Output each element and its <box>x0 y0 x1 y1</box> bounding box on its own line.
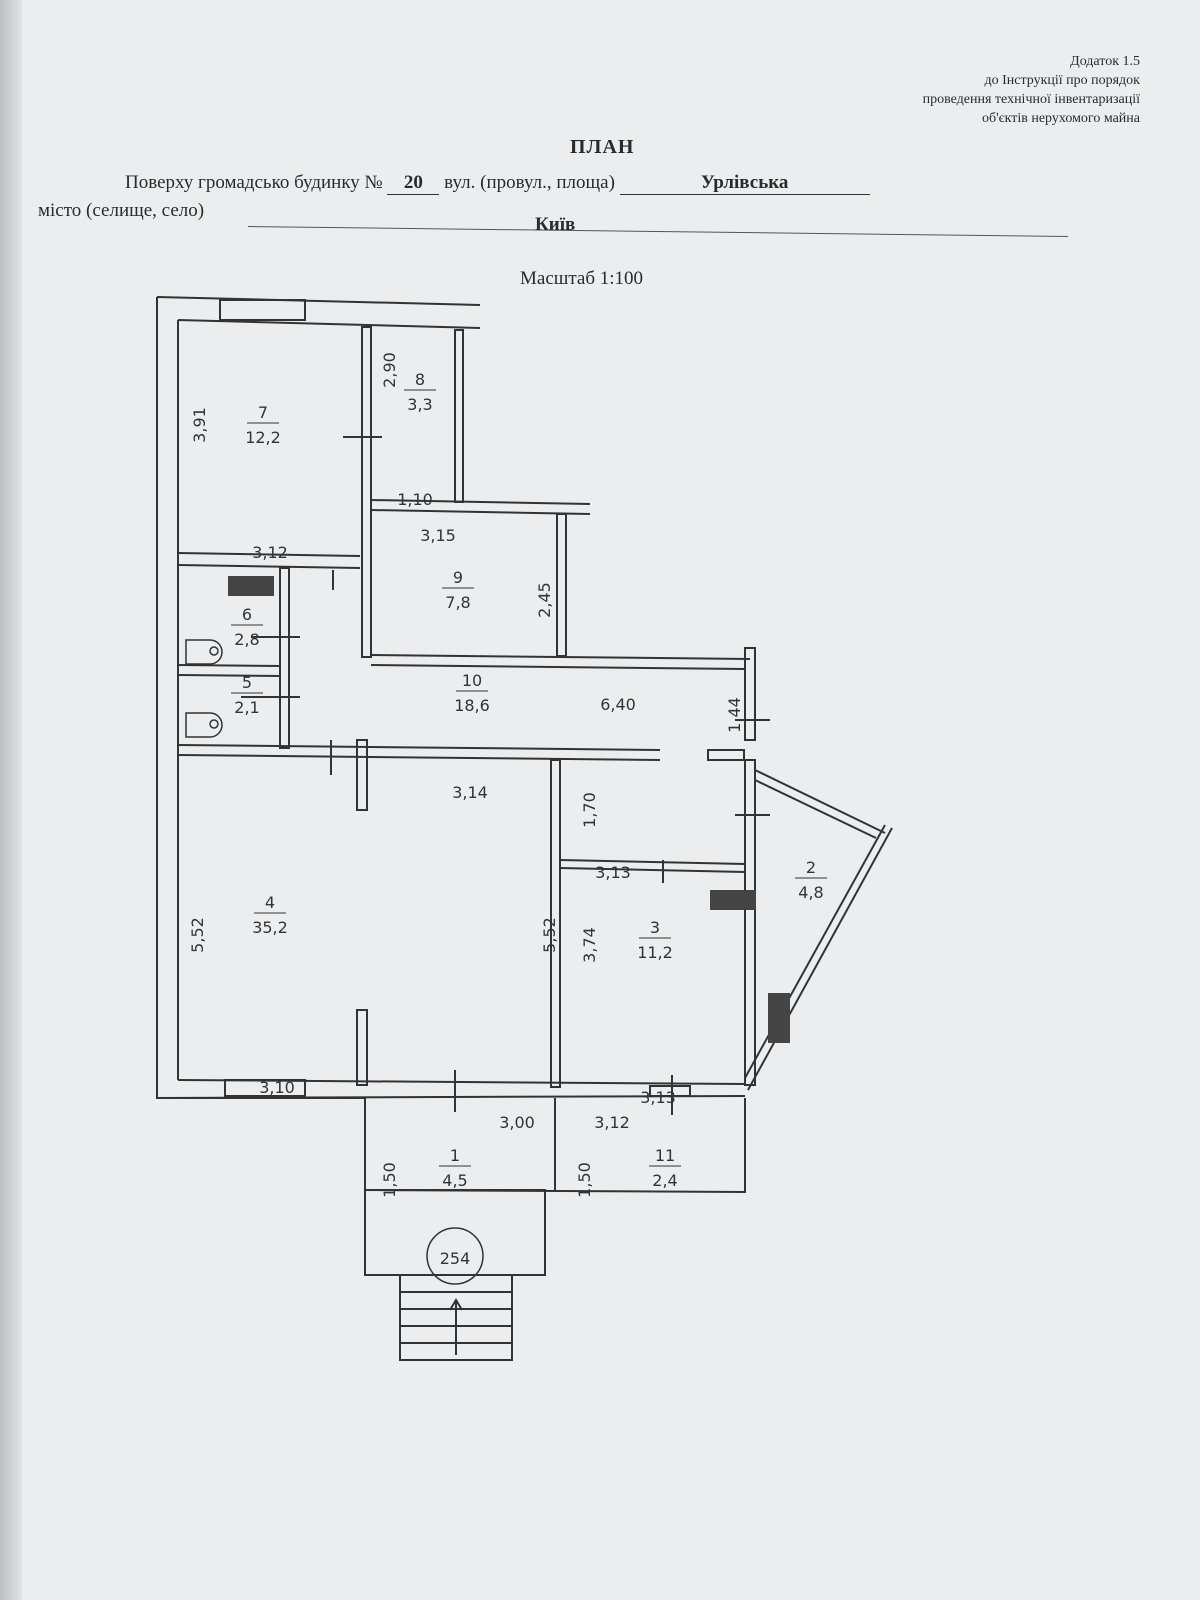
room-number: 4 <box>265 893 275 912</box>
city-label: місто (селище, село) <box>38 200 205 221</box>
dimension-label: 5,52 <box>188 917 207 953</box>
room-label: 10 18,6 <box>454 671 490 715</box>
room-area: 18,6 <box>454 696 490 715</box>
room-area: 4,5 <box>442 1171 467 1190</box>
room-area: 2,8 <box>234 630 259 649</box>
room-number: 9 <box>453 568 463 587</box>
dimension-label: 5,52 <box>540 917 559 953</box>
room-label: 435,2 <box>252 893 288 937</box>
building-number-circle <box>426 1227 484 1285</box>
room-area: 2,4 <box>652 1171 677 1190</box>
room-area: 35,2 <box>252 918 288 937</box>
dimension-label: 3,00 <box>499 1113 535 1132</box>
room-label: 112,4 <box>649 1146 681 1190</box>
annex-line: до Інструкції про порядок <box>984 73 1140 88</box>
room-label: 24,8 <box>795 858 827 902</box>
dimension-label: 3,12 <box>594 1113 630 1132</box>
building-number: 254 <box>440 1249 471 1268</box>
room-area: 4,8 <box>798 883 823 902</box>
room-label: 52,1 <box>231 673 263 717</box>
dimension-label: 2,90 <box>380 352 399 388</box>
dimension-label: 1,10 <box>397 490 433 509</box>
annex-line: проведення технічної інвентаризації <box>922 92 1140 107</box>
dimension-label: 3,14 <box>452 783 488 802</box>
address-line: Поверху громадсько будинку № 20 вул. (пр… <box>125 172 870 195</box>
street-name: Урлівська <box>619 172 870 195</box>
dimension-label: 3,15 <box>420 526 456 545</box>
dimension-label: 3,74 <box>580 927 599 963</box>
dimension-label: 3,10 <box>259 1078 295 1097</box>
walls <box>156 296 893 1361</box>
city-name: Київ <box>535 214 576 235</box>
room-label: 97,8 <box>442 568 474 612</box>
room-area: 3,3 <box>407 395 432 414</box>
room-label: 62,8 <box>231 605 263 649</box>
house-number: 20 <box>387 172 440 195</box>
room-number: 3 <box>650 918 660 937</box>
window <box>219 299 306 321</box>
floor-label: Поверху громадсько будинку № <box>125 172 383 193</box>
room-number: 11 <box>655 1146 675 1165</box>
room-number: 7 <box>258 403 268 422</box>
street-label: вул. (провул., площа) <box>444 172 615 193</box>
toilet-icon <box>185 639 223 738</box>
annex-line: Додаток 1.5 <box>1070 54 1140 69</box>
dimension-label: 1,70 <box>580 792 599 828</box>
dimension-label: 3,12 <box>252 543 288 562</box>
annex-line: об'єктів нерухомого майна <box>981 111 1140 126</box>
room-label: 311,2 <box>637 918 673 962</box>
room-number: 1 <box>450 1146 460 1165</box>
room-label: 712,2 <box>245 403 281 447</box>
room-number: 2 <box>806 858 816 877</box>
room-labels: 14,524,8311,2435,252,162,8712,283,397,81… <box>231 370 827 1190</box>
room-label: 83,3 <box>404 370 436 414</box>
window <box>224 1079 306 1097</box>
dimension-label: 3,91 <box>190 407 209 443</box>
stairs <box>399 1274 513 1361</box>
room-area: 12,2 <box>245 428 281 447</box>
dimension-label: 3,13 <box>595 863 631 882</box>
dimension-label: 1,50 <box>380 1162 399 1198</box>
document-title: ПЛАН <box>570 136 635 158</box>
dimension-label: 3,13 <box>640 1088 676 1107</box>
room-number: 10 <box>462 671 482 690</box>
room-number: 6 <box>242 605 252 624</box>
ventilation-grilles <box>228 576 790 1043</box>
room-area: 11,2 <box>637 943 673 962</box>
page-binding-edge <box>0 0 22 1600</box>
room-area: 2,1 <box>234 698 259 717</box>
scale-label: Масштаб 1:100 <box>520 268 644 289</box>
dimension-label: 1,50 <box>575 1162 594 1198</box>
room-label: 14,5 <box>439 1146 471 1190</box>
dimension-label: 1,44 <box>725 697 744 733</box>
room-number: 8 <box>415 370 425 389</box>
room-number: 5 <box>242 673 252 692</box>
dimension-label: 2,45 <box>535 582 554 618</box>
dimension-label: 6,40 <box>600 695 636 714</box>
room-area: 7,8 <box>445 593 470 612</box>
